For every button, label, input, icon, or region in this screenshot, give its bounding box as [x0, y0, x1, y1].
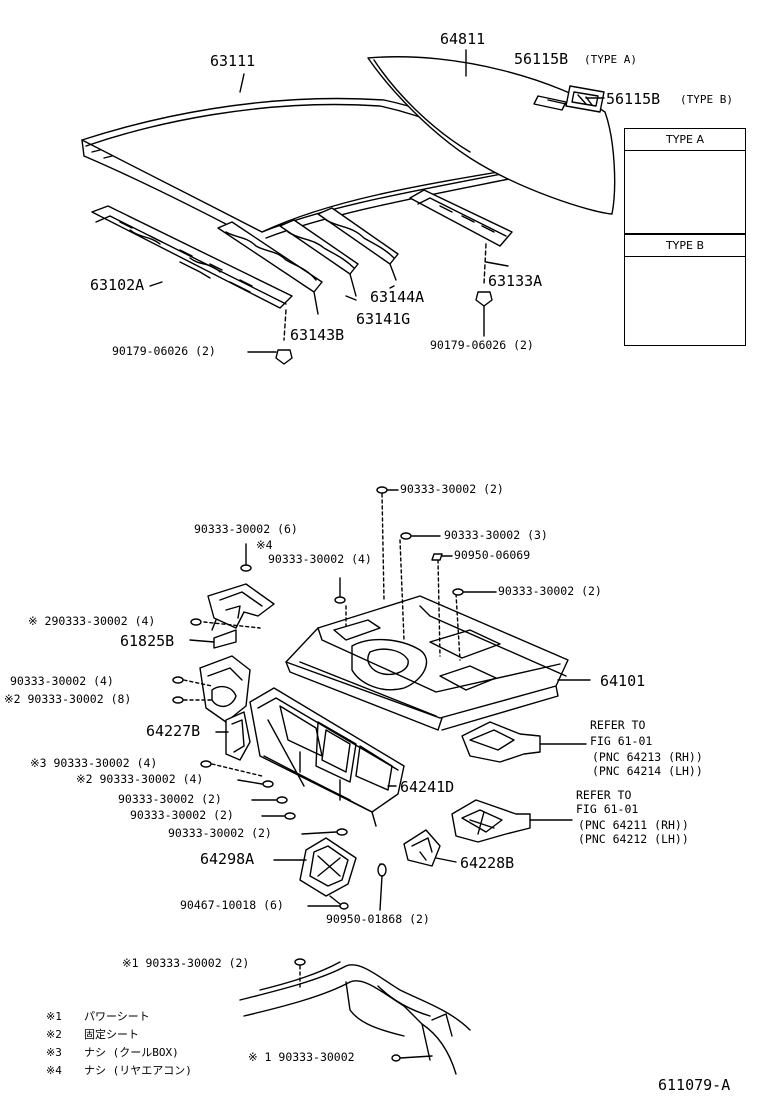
- reference-part-upper-shape: [461, 721, 587, 763]
- seat-detail-floor-shape: [239, 958, 471, 1075]
- legend-mark: ※3: [46, 1046, 62, 1059]
- rear-panel-64241d-shape: [200, 687, 405, 836]
- roof-panel-shape: [81, 97, 525, 245]
- label-refer2-c: (PNC 64211 (RH)): [578, 818, 689, 832]
- type-b-box: TYPE B: [624, 234, 746, 346]
- label-plug-2b: 90333-30002 (2): [498, 584, 602, 598]
- label-56115b-a: 56115B: [514, 50, 569, 68]
- label-63102a: 63102A: [90, 276, 145, 294]
- label-64101: 64101: [600, 672, 646, 690]
- label-plug-note2-4b: ※2 90333-30002 (4): [76, 772, 204, 786]
- label-63111: 63111: [210, 52, 256, 70]
- label-clip-right: 90179-06026 (2): [430, 338, 534, 352]
- legend-mark: ※1: [46, 1010, 62, 1023]
- label-64228b: 64228B: [460, 854, 515, 872]
- legend-text: パワーシート: [84, 1010, 150, 1023]
- legend-text: 固定シート: [84, 1028, 139, 1041]
- label-refer1-a: REFER TO: [590, 718, 646, 732]
- roof-leader-lines: [149, 49, 605, 353]
- legend-text: ナシ (クールBOX): [84, 1046, 179, 1059]
- bracket-64227b-shape: [215, 711, 251, 761]
- legend-mark: ※4: [46, 1064, 62, 1077]
- cover-64298a-shape: [273, 837, 357, 910]
- label-56115b-b-type: (TYPE B): [680, 93, 733, 106]
- label-refer2-b: FIG 61-01: [576, 802, 639, 816]
- label-bolt: 90467-10018 (6): [180, 898, 284, 912]
- figure-code: 611079-A: [658, 1076, 731, 1094]
- label-plug-3: 90333-30002 (3): [444, 528, 548, 542]
- label-refer1-b: FIG 61-01: [590, 734, 653, 748]
- label-plug-4b: 90333-30002 (4): [10, 674, 114, 688]
- label-64298a: 64298A: [200, 850, 255, 868]
- back-window-glass-shape: [367, 56, 616, 215]
- label-note4: ※4: [256, 538, 273, 552]
- label-56115b-a-type: (TYPE A): [584, 53, 637, 66]
- label-64227b: 64227B: [146, 722, 201, 740]
- label-plug-2e: 90333-30002 (2): [168, 826, 272, 840]
- label-plug-note3-4: ※3 90333-30002 (4): [30, 756, 158, 770]
- label-64241d: 64241D: [400, 778, 455, 796]
- label-plug-4a: 90333-30002 (4): [268, 552, 372, 566]
- front-header-shape: [91, 205, 293, 341]
- legend-item-1: ※1 パワーシート: [46, 1008, 150, 1024]
- label-seat-plug-top: ※1 90333-30002 (2): [122, 956, 250, 970]
- label-seal-06069: 90950-06069: [454, 548, 531, 562]
- legend-text: ナシ (リヤエアコン): [84, 1064, 192, 1077]
- label-61825b: 61825B: [120, 632, 175, 650]
- type-a-header: TYPE A: [625, 129, 745, 151]
- type-a-box: TYPE A: [624, 128, 746, 234]
- emblem-type-b-shape: [547, 85, 605, 113]
- label-refer2-d: (PNC 64212 (LH)): [578, 832, 689, 846]
- legend-item-3: ※3 ナシ (クールBOX): [46, 1044, 179, 1060]
- floor-plug-leaders: [245, 489, 497, 597]
- label-refer1-c: (PNC 64213 (RH)): [592, 750, 703, 764]
- label-plug-2d: 90333-30002 (2): [130, 808, 234, 822]
- label-clip-left: 90179-06026 (2): [112, 344, 216, 358]
- bracket-upper-left-shape: [189, 583, 275, 649]
- label-plug-note2-4: ※ 290333-30002 (4): [28, 614, 156, 628]
- rear-floor-pan-shape: [285, 493, 591, 731]
- bracket-middle-left-shape: [172, 655, 251, 723]
- floor-plugs: [240, 486, 464, 604]
- label-refer1-d: (PNC 64214 (LH)): [592, 764, 703, 778]
- label-63141g: 63141G: [356, 310, 411, 328]
- roof-bows-shape: [217, 207, 399, 315]
- label-seal-01868: 90950-01868 (2): [326, 912, 430, 926]
- roof-clip-right-shape: [475, 291, 493, 337]
- label-63144a: 63144A: [370, 288, 425, 306]
- emblem-type-a-shape: [533, 95, 567, 111]
- label-64811: 64811: [440, 30, 486, 48]
- label-plug-2c: 90333-30002 (2): [118, 792, 222, 806]
- label-56115b-b: 56115B: [606, 90, 661, 108]
- label-plug-top: 90333-30002 (2): [400, 482, 504, 496]
- label-plug-6: 90333-30002 (6): [194, 522, 298, 536]
- reference-part-lower-shape: [451, 799, 573, 843]
- label-plug-note2-8: ※2 90333-30002 (8): [4, 692, 132, 706]
- bracket-64228b-shape: [377, 829, 457, 911]
- legend-item-2: ※2 固定シート: [46, 1026, 139, 1042]
- label-refer2-a: REFER TO: [576, 788, 632, 802]
- label-seat-plug-bottom: ※ 1 90333-30002: [248, 1050, 355, 1064]
- legend-item-4: ※4 ナシ (リヤエアコン): [46, 1062, 192, 1078]
- label-63143b: 63143B: [290, 326, 345, 344]
- label-63133a: 63133A: [488, 272, 543, 290]
- roof-clip-left-shape: [275, 349, 293, 365]
- rear-header-shape: [409, 189, 513, 285]
- type-b-header: TYPE B: [625, 235, 745, 257]
- legend-mark: ※2: [46, 1028, 62, 1041]
